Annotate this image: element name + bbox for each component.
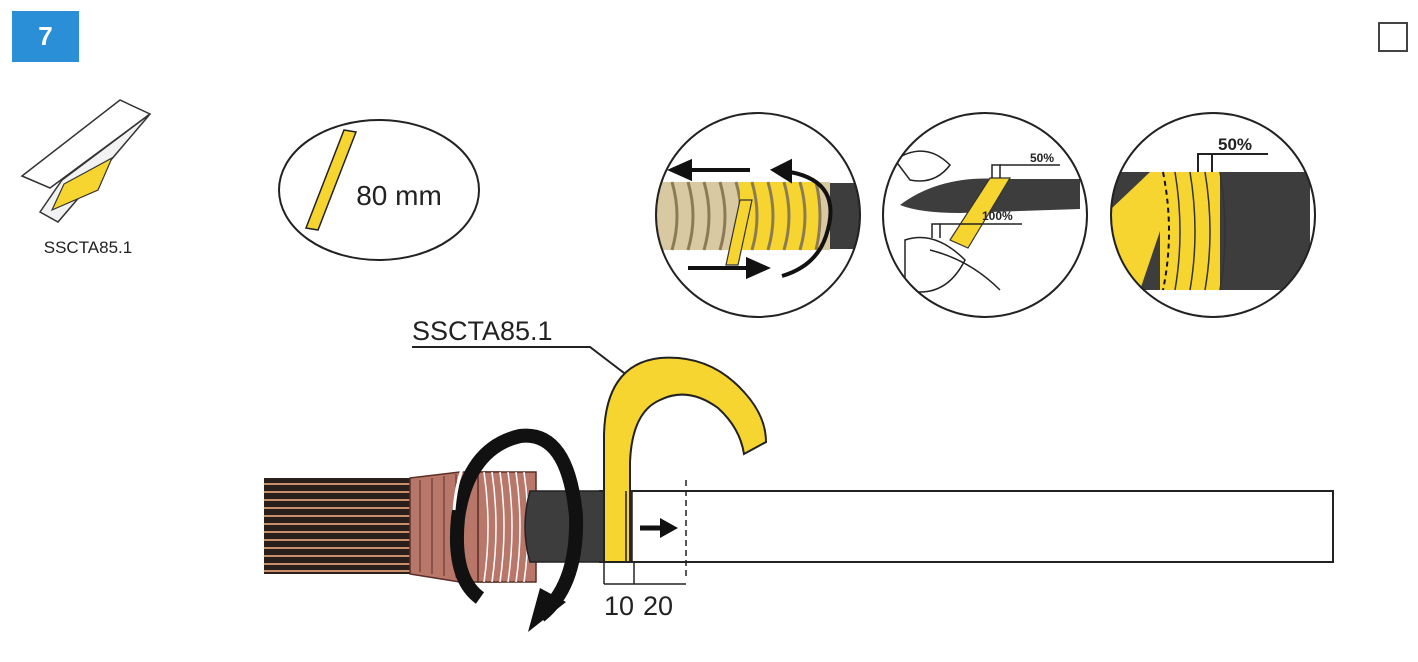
tape-length-oval (278, 119, 480, 261)
dimension-second-label: 20 (643, 591, 673, 621)
callout-label: SSCTA85.1 (412, 316, 553, 346)
tape-roll-icon (20, 99, 152, 223)
product-code-label: SSCTA85.1 (44, 238, 133, 257)
cable-assembly (264, 471, 1334, 583)
inset-overlap-result (1110, 112, 1316, 318)
inset-wrapping-direction (655, 112, 861, 318)
tape-strip (304, 129, 358, 231)
yellow-tape (603, 356, 768, 563)
rotation-arrow-icon (449, 428, 584, 632)
overlap-full-label: 100% (982, 209, 1013, 223)
overlap-top-label: 50% (1030, 151, 1054, 165)
tape-length-label: 80 mm (356, 180, 442, 211)
dimension-markers (603, 480, 687, 585)
direction-arrow-icon (640, 518, 678, 538)
inset-hand-overlap (882, 112, 1088, 318)
conductor-strands (264, 478, 434, 574)
cable-outer-jacket (599, 490, 1334, 563)
step-number-badge: 7 (12, 11, 79, 62)
overlap-result-label: 50% (1218, 135, 1252, 154)
direction-arrow-icon (667, 158, 833, 280)
callout-leader (412, 346, 629, 377)
dimension-first-label: 10 (604, 591, 634, 621)
completion-checkbox[interactable] (1378, 22, 1408, 52)
